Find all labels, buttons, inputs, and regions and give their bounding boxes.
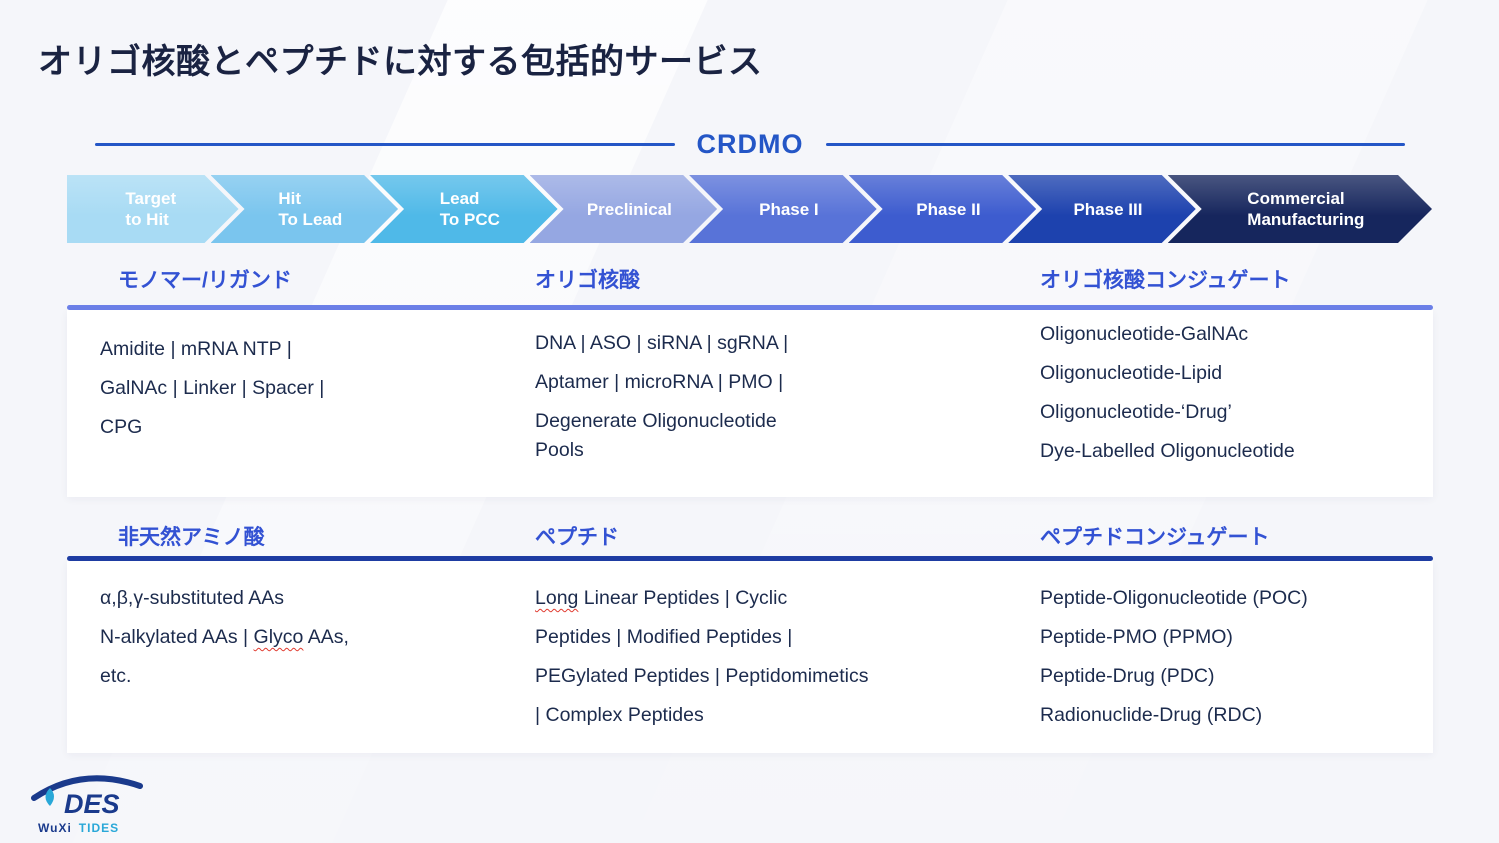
text-line: Peptide-Oligonucleotide (POC) <box>1040 587 1308 609</box>
logo-droplet <box>45 788 54 806</box>
tides-logo-mark: DES <box>31 775 143 819</box>
text-line: Peptide-Drug (PDC) <box>1040 665 1215 687</box>
text-line: Long Linear Peptides | Cyclic <box>535 587 788 609</box>
row2-col3-content: Peptide-Oligonucleotide (POC) Peptide-PM… <box>1040 561 1460 742</box>
text-line: etc. <box>100 665 132 687</box>
row2-card: α,β,γ-substituted AAs N-alkylated AAs | … <box>67 561 1433 753</box>
spellcheck-marked-word: Glyco <box>253 626 304 648</box>
logo-swoosh <box>31 775 143 801</box>
text-line: Peptides | Modified Peptides | <box>535 626 793 648</box>
section-header-peptide-conjugate: ペプチドコンジュゲート <box>1040 526 1270 549</box>
text-line: Peptide-PMO (PPMO) <box>1040 626 1233 648</box>
crdmo-left-rule <box>95 142 675 146</box>
row1-accent-rule <box>67 305 1433 310</box>
stage-preclinical: Preclinical <box>530 175 718 243</box>
section-header-oligo-conjugate: オリゴ核酸コンジュゲート <box>1040 269 1291 292</box>
text-line: DNA | ASO | siRNA | sgRNA | <box>535 332 789 354</box>
text-line: | Complex Peptides <box>535 704 704 726</box>
stage-hit-to-lead: Hit To Lead <box>211 175 399 243</box>
text-line: Aptamer | microRNA | PMO | <box>535 371 784 393</box>
crdmo-heading-row: CRDMO <box>95 128 1405 160</box>
row2-col2-content: Long Linear Peptides | Cyclic Peptides |… <box>535 561 975 742</box>
text-line: Radionuclide-Drug (RDC) <box>1040 704 1263 726</box>
text-line: Oligonucleotide-Lipid <box>1040 362 1223 384</box>
logo-wordmark: DES <box>64 789 120 818</box>
text-line: Dye-Labelled Oligonucleotide <box>1040 440 1295 462</box>
crdmo-right-rule <box>825 142 1405 146</box>
stage-phase-2: Phase II <box>849 175 1037 243</box>
row2-col1-content: α,β,γ-substituted AAs N-alkylated AAs | … <box>100 561 500 703</box>
text-line: Degenerate Oligonucleotide <box>535 410 777 432</box>
row2-accent-rule <box>67 556 1433 561</box>
section-header-monomer-ligand: モノマー/リガンド <box>118 269 292 292</box>
text-line: Oligonucleotide-GalNAc <box>1040 323 1249 345</box>
logo-subtext: WuXi TIDES <box>28 821 148 835</box>
text-line: N-alkylated AAs | Glyco AAs, <box>100 626 349 648</box>
stage-commercial-manufacturing: Commercial Manufacturing <box>1168 175 1432 243</box>
row1-col3-content: Oligonucleotide-GalNAc Oligonucleotide-L… <box>1040 310 1440 478</box>
text-line: α,β,γ-substituted AAs <box>100 587 284 609</box>
text-line: GalNAc | Linker | Spacer | <box>100 377 325 399</box>
section-header-unnatural-amino-acid: 非天然アミノ酸 <box>118 526 265 549</box>
row1-col2-content: DNA | ASO | siRNA | sgRNA | Aptamer | mi… <box>535 310 965 477</box>
pipeline-arrows: Target to Hit Hit To Lead Lead To PCC Pr… <box>67 175 1432 243</box>
row1-col1-content: Amidite | mRNA NTP | GalNAc | Linker | S… <box>100 310 500 454</box>
section-header-peptide: ペプチド <box>535 526 619 549</box>
text-line: Amidite | mRNA NTP | <box>100 338 292 360</box>
crdmo-label: CRDMO <box>696 128 804 159</box>
text-line: CPG <box>100 416 143 438</box>
wuxi-tides-logo: DES WuXi TIDES <box>28 772 148 836</box>
logo-subtext-tides: TIDES <box>78 821 120 835</box>
stage-lead-to-pcc: Lead To PCC <box>370 175 558 243</box>
stage-phase-3: Phase III <box>1008 175 1196 243</box>
logo-subtext-wuxi: WuXi <box>38 821 72 835</box>
text-line: Oligonucleotide-‘Drug’ <box>1040 401 1232 423</box>
row1-card: Amidite | mRNA NTP | GalNAc | Linker | S… <box>67 310 1433 497</box>
text-line: PEGylated Peptides | Peptidomimetics <box>535 665 869 687</box>
stage-target-to-hit: Target to Hit <box>67 175 239 243</box>
text-line: Pools <box>535 439 584 461</box>
section-header-oligonucleotide: オリゴ核酸 <box>535 269 640 292</box>
page-title: オリゴ核酸とペプチドに対する包括的サービス <box>38 43 763 81</box>
stage-phase-1: Phase I <box>689 175 877 243</box>
spellcheck-marked-word: Long <box>535 587 579 609</box>
